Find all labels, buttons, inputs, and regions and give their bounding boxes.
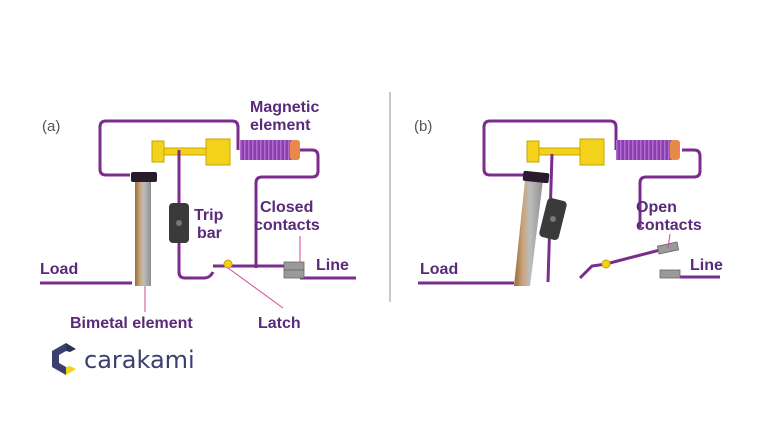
- panel-b-coil-end: [670, 140, 680, 160]
- panel-b-load-label: Load: [420, 261, 458, 278]
- panel-a-closed-label-1: Closed: [260, 199, 313, 216]
- carakami-logo: carakami: [52, 343, 195, 375]
- panel-b-plunger-rod: [538, 147, 582, 156]
- panel-a-magnetic-label-1: Magnetic: [250, 99, 319, 116]
- panel-a-latch-leader: [227, 267, 284, 309]
- panel-a: (a) Magnetic element: [40, 99, 356, 332]
- panel-b-latch-arm: [578, 248, 661, 280]
- panel-a-plunger-knob: [151, 140, 165, 163]
- panel-b-open-label-2: contacts: [636, 217, 702, 234]
- carakami-logo-icon: [52, 343, 76, 375]
- panel-a-tag: (a): [42, 118, 60, 135]
- panel-a-bimetal-label: Bimetal element: [70, 315, 193, 332]
- carakami-logo-text: carakami: [84, 346, 195, 374]
- panel-b-plunger-knob: [526, 140, 540, 163]
- panel-b-open-label-1: Open: [636, 199, 677, 216]
- panel-b-magnetic-coil: [616, 140, 672, 160]
- panel-a-magnetic-coil: [240, 140, 292, 160]
- panel-a-trip-bar-pivot: [176, 220, 182, 226]
- panel-a-latch-pivot: [223, 259, 233, 269]
- panel-b-latch-pivot: [601, 259, 611, 269]
- panel-b-wire-coil-return: [638, 148, 702, 228]
- panel-b-tag: (b): [414, 118, 432, 135]
- panel-b-bimetal-cap: [522, 170, 550, 184]
- panel-a-plunger-rod: [163, 147, 207, 156]
- panel-b-trip-bar-pivot: [550, 216, 556, 222]
- panel-a-latch-label: Latch: [258, 315, 301, 332]
- panel-a-closed-label-2: contacts: [254, 217, 320, 234]
- panel-b-wire-loop: [482, 119, 618, 177]
- panel-b-open-leader: [667, 233, 671, 249]
- panel-a-trip-label-1: Trip: [194, 207, 224, 224]
- panel-a-wire-coil-return: [254, 148, 320, 268]
- panel-a-closed-contact-top: [283, 261, 305, 271]
- panel-b-plunger-block: [579, 138, 605, 166]
- panel-a-wire-loop: [98, 119, 240, 177]
- panel-a-plunger-block: [205, 138, 231, 166]
- panel-a-closed-contact-bottom: [283, 269, 305, 279]
- panel-b-bimetal-element: [514, 180, 543, 286]
- panel-a-bimetal-element: [135, 178, 151, 286]
- panel-a-bimetal-cap: [131, 172, 157, 182]
- panel-b-line-label: Line: [690, 257, 723, 274]
- panel-a-load-label: Load: [40, 261, 78, 278]
- panel-b-open-contact-bottom: [659, 269, 681, 279]
- panel-a-magnetic-label-2: element: [250, 117, 311, 134]
- panel-a-coil-end: [290, 140, 300, 160]
- panel-a-trip-bar-line: [177, 150, 215, 280]
- panel-b: (b) Open contacts Load Line: [414, 118, 723, 286]
- panel-a-trip-label-2: bar: [197, 225, 222, 242]
- panel-a-line-label: Line: [316, 257, 349, 274]
